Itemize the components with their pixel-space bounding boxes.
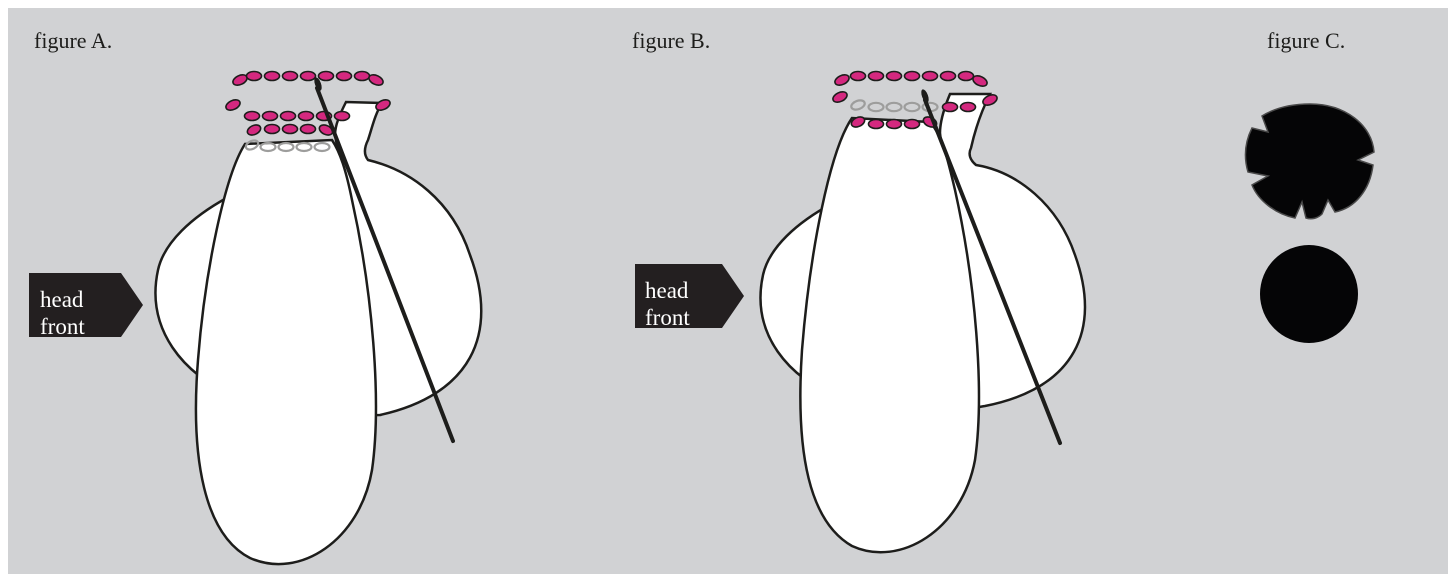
figure-c-caption: figure C.	[1267, 28, 1346, 53]
figure-b-needle	[921, 89, 1062, 445]
figure-b-illustration	[635, 70, 1087, 554]
figure-b-ear-flap	[799, 116, 981, 554]
figure-a-needle	[314, 77, 455, 443]
figure-a-illustration	[29, 70, 483, 566]
figure-b-stitches-grey	[850, 99, 939, 113]
figure-a-head-front-tag	[29, 273, 143, 337]
figure-c-illustration	[1244, 103, 1375, 343]
figure-b-head-front-tag	[635, 264, 744, 328]
figure-b-caption: figure B.	[632, 28, 711, 53]
figure-a-stitches-grey	[244, 139, 331, 153]
figure-c-plain-circle	[1260, 245, 1358, 343]
figure-a-ear-flap	[194, 138, 378, 566]
figure-a-stitches-pink	[225, 70, 391, 136]
figure-c-notched-circle	[1244, 103, 1375, 220]
figure-a-caption: figure A.	[34, 28, 113, 53]
